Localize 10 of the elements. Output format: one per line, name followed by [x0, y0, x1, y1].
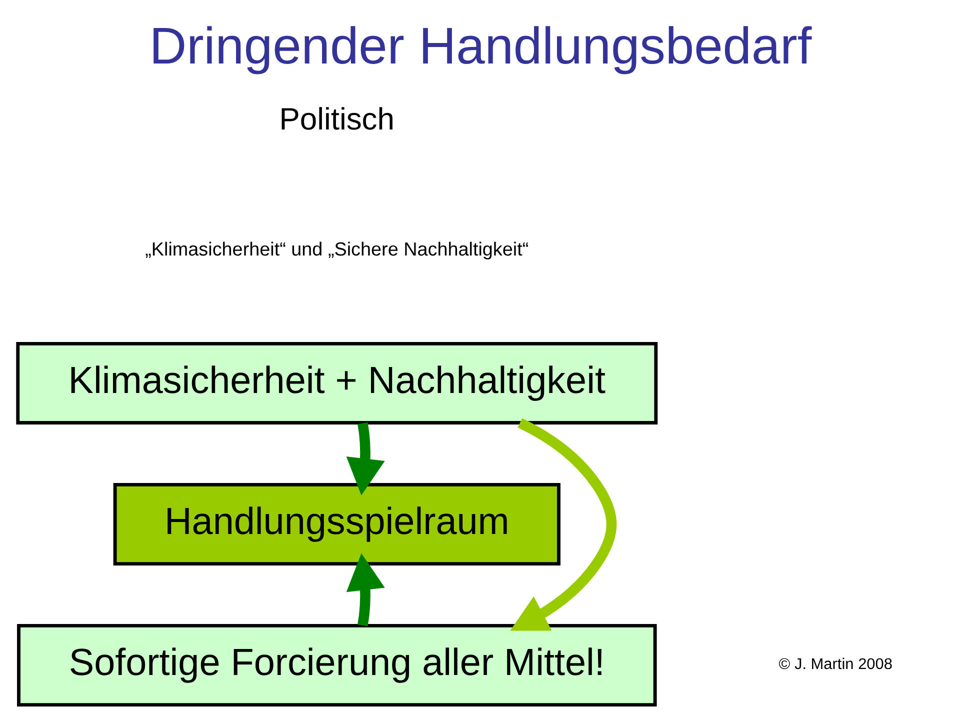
arrow [346, 422, 384, 496]
label: Politisch [278, 101, 394, 136]
label: „Klimasicherheit“ und „Sichere Nachhaltigkeit“ [144, 240, 528, 261]
arrow [346, 553, 384, 626]
node-box: Klimasicherheit + Nachhaltigkeit [16, 342, 658, 424]
arrow [510, 418, 616, 631]
diagram-title: Dringender Handlungsbedarf [148, 16, 812, 74]
node-box: Handlungsspielraum [112, 482, 560, 566]
label: © J. Martin 2008 [778, 656, 892, 674]
node-box: Sofortige Forcierung aller Mittel! [16, 624, 656, 707]
